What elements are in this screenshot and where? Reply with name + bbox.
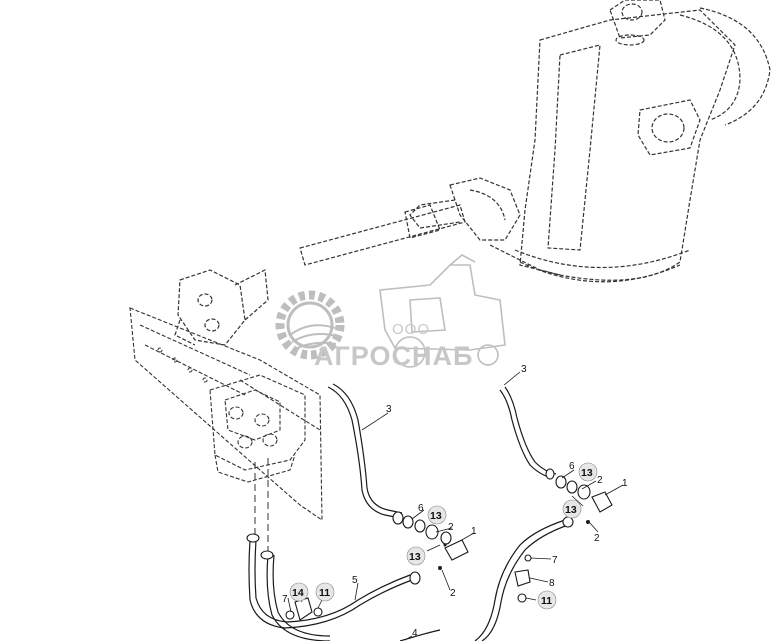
svg-text:13: 13	[565, 504, 577, 516]
callout-13-right-top: 13	[578, 462, 598, 482]
svg-text:7: 7	[282, 594, 288, 605]
svg-text:2: 2	[597, 475, 603, 486]
callout-3-left: 3	[386, 404, 392, 415]
svg-text:1: 1	[471, 526, 477, 537]
callout-13-left-bottom: 13	[406, 546, 426, 566]
svg-text:1: 1	[622, 478, 628, 489]
gear-logo-icon	[275, 290, 345, 360]
svg-text:13: 13	[581, 467, 593, 479]
callout-6-right: 6	[569, 461, 575, 472]
callout-2-left-top: 2	[448, 522, 454, 533]
svg-text:13: 13	[409, 551, 421, 563]
callout-2-right-bottom: 2	[594, 533, 600, 544]
dots	[438, 520, 590, 570]
callout-11-right: 11	[537, 590, 557, 610]
svg-text:4: 4	[412, 628, 418, 639]
callout-13-left-top: 13	[427, 505, 447, 525]
callout-1-left: 1	[471, 526, 477, 537]
svg-text:3: 3	[521, 364, 527, 375]
callout-14: 14	[289, 582, 309, 602]
callout-2-right-top: 2	[597, 475, 603, 486]
svg-text:8: 8	[549, 578, 555, 589]
svg-text:2: 2	[450, 588, 456, 599]
callout-13-right-mid: 13	[562, 499, 582, 519]
callout-5: 5	[352, 575, 358, 586]
callout-1-right: 1	[622, 478, 628, 489]
svg-text:7: 7	[552, 555, 558, 566]
callouts: 3 3 6 13 2 1 13 2 7 8	[282, 364, 628, 639]
svg-text:6: 6	[569, 461, 575, 472]
callout-7-right: 7	[552, 555, 558, 566]
svg-text:2: 2	[594, 533, 600, 544]
callout-4: 4	[412, 628, 418, 639]
tank-housing	[174, 0, 771, 346]
combine-harvester-icon	[379, 254, 506, 368]
svg-text:14: 14	[292, 587, 304, 599]
svg-text:5: 5	[352, 575, 358, 586]
svg-text:13: 13	[430, 510, 442, 522]
watermark: ООО АГРОСНАБ	[275, 254, 506, 371]
svg-text:11: 11	[541, 595, 552, 607]
watermark-prefix: ООО	[392, 321, 430, 338]
svg-text:11: 11	[319, 587, 330, 599]
callout-6-left: 6	[418, 503, 424, 514]
hoses	[248, 383, 569, 641]
leader-guides	[254, 458, 269, 555]
callout-3-top-right: 3	[521, 364, 527, 375]
svg-text:6: 6	[418, 503, 424, 514]
frame-rail	[129, 307, 323, 522]
callout-2-left-bottom: 2	[450, 588, 456, 599]
callout-8-right: 8	[549, 578, 555, 589]
svg-text:3: 3	[386, 404, 392, 415]
watermark-brand: АГРОСНАБ	[314, 341, 473, 371]
callout-7-left: 7	[282, 594, 288, 605]
fittings	[246, 468, 613, 621]
callout-11-left: 11	[315, 582, 335, 602]
svg-text:2: 2	[448, 522, 454, 533]
